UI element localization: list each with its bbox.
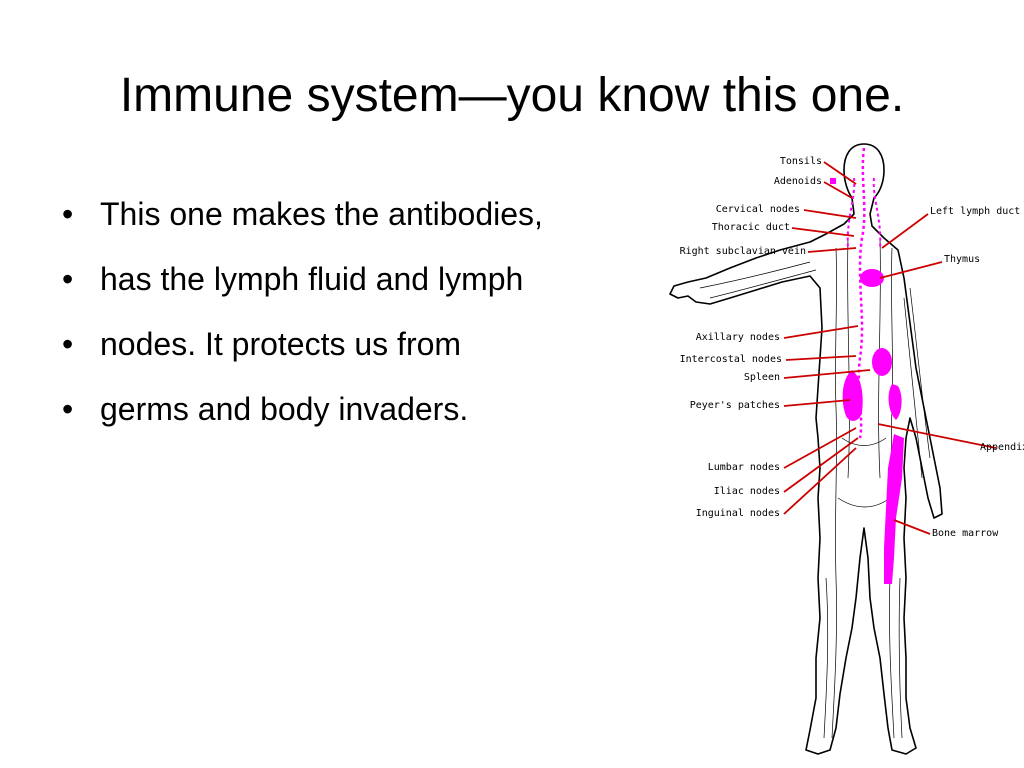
- bullet-dot-icon: •: [62, 326, 74, 362]
- bullet-text: germs and body invaders.: [100, 391, 469, 427]
- bullet-text: has the lymph fluid and lymph: [100, 261, 524, 297]
- label-appendix: Appendix: [980, 442, 1024, 453]
- thymus-organ: [860, 269, 884, 287]
- bullet-item: • germs and body invaders.: [62, 381, 672, 446]
- label-thoracic-duct: Thoracic duct: [712, 222, 790, 233]
- slide-title: Immune system—you know this one.: [119, 69, 905, 122]
- pointer-lines: [783, 161, 997, 535]
- label-spleen: Spleen: [744, 372, 780, 383]
- bullet-text: nodes. It protects us from: [100, 326, 462, 362]
- label-lumbar-nodes: Lumbar nodes: [708, 462, 780, 473]
- bullet-dot-icon: •: [62, 261, 74, 297]
- bullet-list: • This one makes the antibodies, • has t…: [62, 186, 672, 446]
- tonsil-organ: [830, 178, 836, 184]
- thoracic-duct-line: [857, 147, 866, 439]
- left-duct-line: [872, 177, 882, 249]
- label-bone-marrow: Bone marrow: [932, 528, 999, 539]
- label-tonsils: Tonsils: [780, 156, 822, 167]
- label-right-subclavian-vein: Right subclavian vein: [680, 246, 806, 257]
- peyers-patches-right-organ: [888, 384, 902, 420]
- diagram-labels: Tonsils Adenoids Cervical nodes Thoracic…: [680, 156, 1024, 539]
- bullet-item: • has the lymph fluid and lymph: [62, 251, 672, 316]
- label-axillary-nodes: Axillary nodes: [696, 332, 780, 343]
- label-cervical-nodes: Cervical nodes: [716, 204, 800, 215]
- cervical-duct-line: [846, 177, 856, 249]
- label-intercostal-nodes: Intercostal nodes: [680, 354, 782, 365]
- lymphatic-system-illustration: Tonsils Adenoids Cervical nodes Thoracic…: [669, 143, 1024, 755]
- bullet-item: • nodes. It protects us from: [62, 316, 672, 381]
- label-iliac-nodes: Iliac nodes: [714, 486, 780, 497]
- lymphatic-system-diagram: Tonsils Adenoids Cervical nodes Thoracic…: [660, 138, 1024, 768]
- bullet-dot-icon: •: [62, 196, 74, 232]
- label-left-lymph-duct: Left lymph duct: [930, 206, 1020, 217]
- bullet-item: • This one makes the antibodies,: [62, 186, 672, 251]
- bone-marrow-organ: [884, 434, 904, 584]
- peyers-patches-organ: [842, 370, 863, 421]
- label-thymus: Thymus: [944, 254, 980, 265]
- spleen-organ: [872, 348, 892, 376]
- bullet-dot-icon: •: [62, 391, 74, 427]
- lymphoid-organs: [830, 178, 904, 584]
- label-adenoids: Adenoids: [774, 176, 822, 187]
- label-peyers-patches: Peyer's patches: [690, 400, 780, 411]
- label-inguinal-nodes: Inguinal nodes: [696, 508, 780, 519]
- bullet-text: This one makes the antibodies,: [100, 196, 543, 232]
